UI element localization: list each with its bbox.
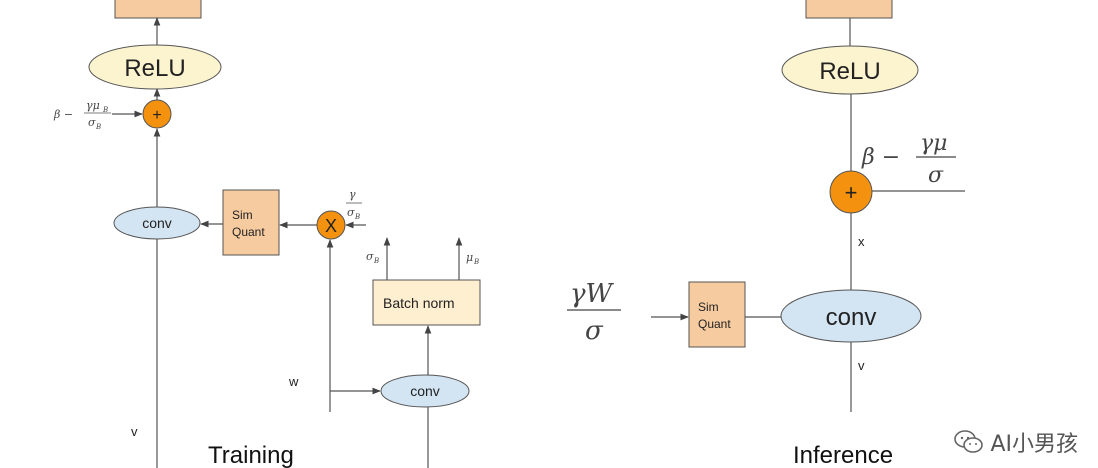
inference-relu-node: [781, 45, 919, 95]
training-diagram: ReLU + β − γμ B σ B conv v Sim Quant X: [53, 0, 481, 468]
watermark: AI小男孩: [954, 426, 1078, 458]
training-sim-label: Sim: [232, 208, 253, 222]
svg-text:σ: σ: [928, 163, 944, 188]
svg-text:β −: β −: [53, 108, 73, 121]
inference-sim-label: Sim: [698, 300, 719, 314]
svg-text:σ: σ: [88, 116, 96, 129]
svg-text:B: B: [373, 257, 379, 265]
inference-diagram: ReLU + β − γμ σ x conv v Sim Quant γW: [567, 0, 965, 468]
training-scale-formula: γ σ B: [346, 188, 362, 221]
inference-quant-label: Quant: [698, 317, 731, 331]
inference-weight-formula: γW σ: [567, 279, 621, 346]
training-add-symbol: +: [152, 107, 161, 124]
training-conv-label: conv: [142, 215, 172, 231]
svg-text:μ: μ: [466, 251, 473, 264]
watermark-text: AI小男孩: [990, 432, 1078, 457]
inference-conv-label: conv: [826, 304, 877, 331]
inference-v-label: v: [858, 358, 865, 373]
inference-top-block: [805, 0, 893, 19]
training-relu-label: ReLU: [124, 55, 185, 82]
training-batch-norm-block: [372, 279, 481, 326]
svg-text:B: B: [354, 213, 360, 221]
svg-text:γμ: γμ: [86, 99, 100, 112]
inference-add-symbol: +: [845, 180, 858, 205]
svg-text:B: B: [473, 258, 479, 266]
svg-text:σ: σ: [347, 206, 355, 219]
training-caption: Training: [208, 442, 294, 468]
training-w-label: w: [288, 374, 299, 389]
training-conv2-label: conv: [410, 383, 440, 399]
inference-sim-quant-block: [688, 281, 746, 348]
inference-relu-label: ReLU: [819, 58, 880, 85]
training-mu-output-label: μ B: [466, 251, 479, 266]
svg-text:β −: β −: [861, 145, 900, 170]
training-bias-formula: β − γμ B σ B: [53, 99, 111, 131]
training-conv2-node: [380, 374, 470, 408]
training-add-node: [142, 99, 172, 129]
training-top-block: [114, 0, 202, 19]
svg-text:σ: σ: [366, 250, 374, 263]
inference-bias-formula: β − γμ σ: [861, 131, 956, 188]
svg-text:γW: γW: [570, 279, 615, 309]
inference-caption: Inference: [793, 442, 893, 468]
svg-text:σ: σ: [585, 316, 604, 346]
training-batch-norm-label: Batch norm: [383, 295, 455, 311]
training-multiply-symbol: X: [325, 216, 337, 236]
wechat-icon: [954, 430, 984, 453]
svg-text:γμ: γμ: [920, 131, 947, 156]
training-sim-quant-block: [222, 189, 280, 256]
inference-x-label: x: [858, 234, 865, 249]
training-quant-label: Quant: [232, 225, 265, 239]
training-v-label: v: [131, 424, 138, 439]
svg-text:γ: γ: [349, 188, 356, 201]
svg-text:B: B: [95, 123, 101, 131]
svg-text:B: B: [102, 106, 108, 114]
training-sigma-output-label: σ B: [366, 250, 379, 265]
